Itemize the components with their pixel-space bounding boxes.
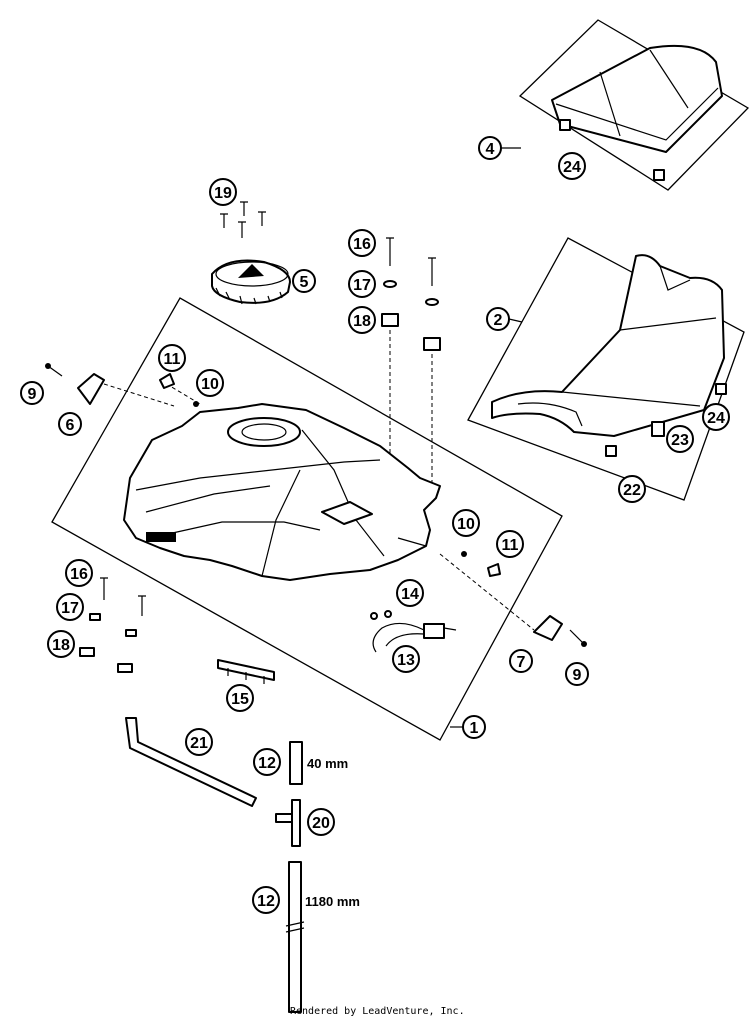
svg-text:16: 16 (353, 236, 371, 253)
callout-12-lower: 12 (252, 886, 280, 914)
svg-text:11: 11 (502, 537, 519, 554)
svg-text:17: 17 (61, 600, 79, 617)
callout-21: 21 (185, 728, 213, 756)
svg-text:23: 23 (671, 432, 689, 449)
fuel-sensor (370, 610, 457, 653)
callout-17-upper: 17 (348, 270, 376, 298)
t-connector (275, 799, 301, 847)
svg-text:18: 18 (353, 313, 371, 330)
svg-text:11: 11 (164, 351, 181, 368)
tank-mount-hardware (381, 237, 441, 490)
svg-text:15: 15 (231, 691, 249, 708)
fuel-cap-bolts (220, 201, 266, 238)
callout-9-right: 9 (565, 662, 589, 686)
fuel-tank (123, 403, 441, 581)
svg-text:4: 4 (486, 141, 495, 158)
svg-text:16: 16 (70, 566, 88, 583)
long-hose (285, 861, 305, 1013)
callout-9-left: 9 (20, 381, 44, 405)
svg-text:2: 2 (494, 312, 503, 329)
callout-24-upper: 24 (558, 152, 586, 180)
short-hose (289, 741, 303, 785)
callout-7: 7 (509, 649, 533, 673)
svg-text:13: 13 (397, 652, 415, 669)
lower-hardware (79, 577, 146, 673)
callout-14: 14 (396, 579, 424, 607)
callout-18-upper: 18 (348, 306, 376, 334)
fuel-tank-frame (51, 297, 563, 741)
rider-seat (491, 254, 727, 457)
svg-text:9: 9 (573, 667, 582, 684)
svg-text:10: 10 (201, 376, 219, 393)
callout-2: 2 (486, 307, 510, 331)
rider-seat-frame (467, 237, 745, 501)
footer-credit: Rendered by LeadVenture, Inc. (290, 1006, 465, 1017)
callout-12-upper: 12 (253, 748, 281, 776)
svg-text:21: 21 (190, 735, 208, 752)
svg-text:22: 22 (623, 482, 641, 499)
callout-20: 20 (307, 808, 335, 836)
svg-text:12: 12 (258, 755, 276, 772)
svg-text:7: 7 (517, 654, 526, 671)
svg-text:24: 24 (707, 410, 725, 427)
fuel-cap (211, 259, 291, 305)
callout-10-lower: 10 (452, 509, 480, 537)
callout-4: 4 (478, 136, 502, 160)
long-hose-dimension: 1180 mm (305, 894, 360, 909)
callout-18-lower: 18 (47, 630, 75, 658)
left-bracket (45, 363, 105, 405)
small-fasteners (159, 373, 501, 577)
callout-1: 1 (462, 715, 486, 739)
callout-24-lower: 24 (702, 403, 730, 431)
bent-hose (125, 717, 257, 807)
svg-text:24: 24 (563, 159, 581, 176)
callout-16-upper: 16 (348, 229, 376, 257)
callout-15: 15 (226, 684, 254, 712)
right-bracket (533, 615, 587, 647)
pillion-seat (551, 44, 723, 181)
svg-text:14: 14 (401, 586, 419, 603)
callout-13: 13 (392, 645, 420, 673)
cover-strip (217, 659, 275, 684)
callout-5: 5 (292, 269, 316, 293)
svg-text:12: 12 (257, 893, 275, 910)
callout-22: 22 (618, 475, 646, 503)
callout-23: 23 (666, 425, 694, 453)
svg-text:6: 6 (66, 417, 75, 434)
callout-10-upper: 10 (196, 369, 224, 397)
pillion-seat-frame (518, 19, 750, 191)
svg-text:9: 9 (28, 386, 37, 403)
short-hose-dimension: 40 mm (307, 756, 348, 771)
svg-text:10: 10 (457, 516, 475, 533)
callout-19: 19 (209, 178, 237, 206)
svg-text:5: 5 (300, 274, 309, 291)
svg-text:18: 18 (52, 637, 70, 654)
callout-16-lower: 16 (65, 559, 93, 587)
callout-6: 6 (58, 412, 82, 436)
svg-text:17: 17 (353, 277, 371, 294)
svg-text:20: 20 (312, 815, 330, 832)
callout-11-upper: 11 (158, 344, 186, 372)
callout-17-lower: 17 (56, 593, 84, 621)
callout-11-lower: 11 (496, 530, 524, 558)
svg-text:1: 1 (470, 720, 479, 737)
svg-text:19: 19 (214, 185, 232, 202)
